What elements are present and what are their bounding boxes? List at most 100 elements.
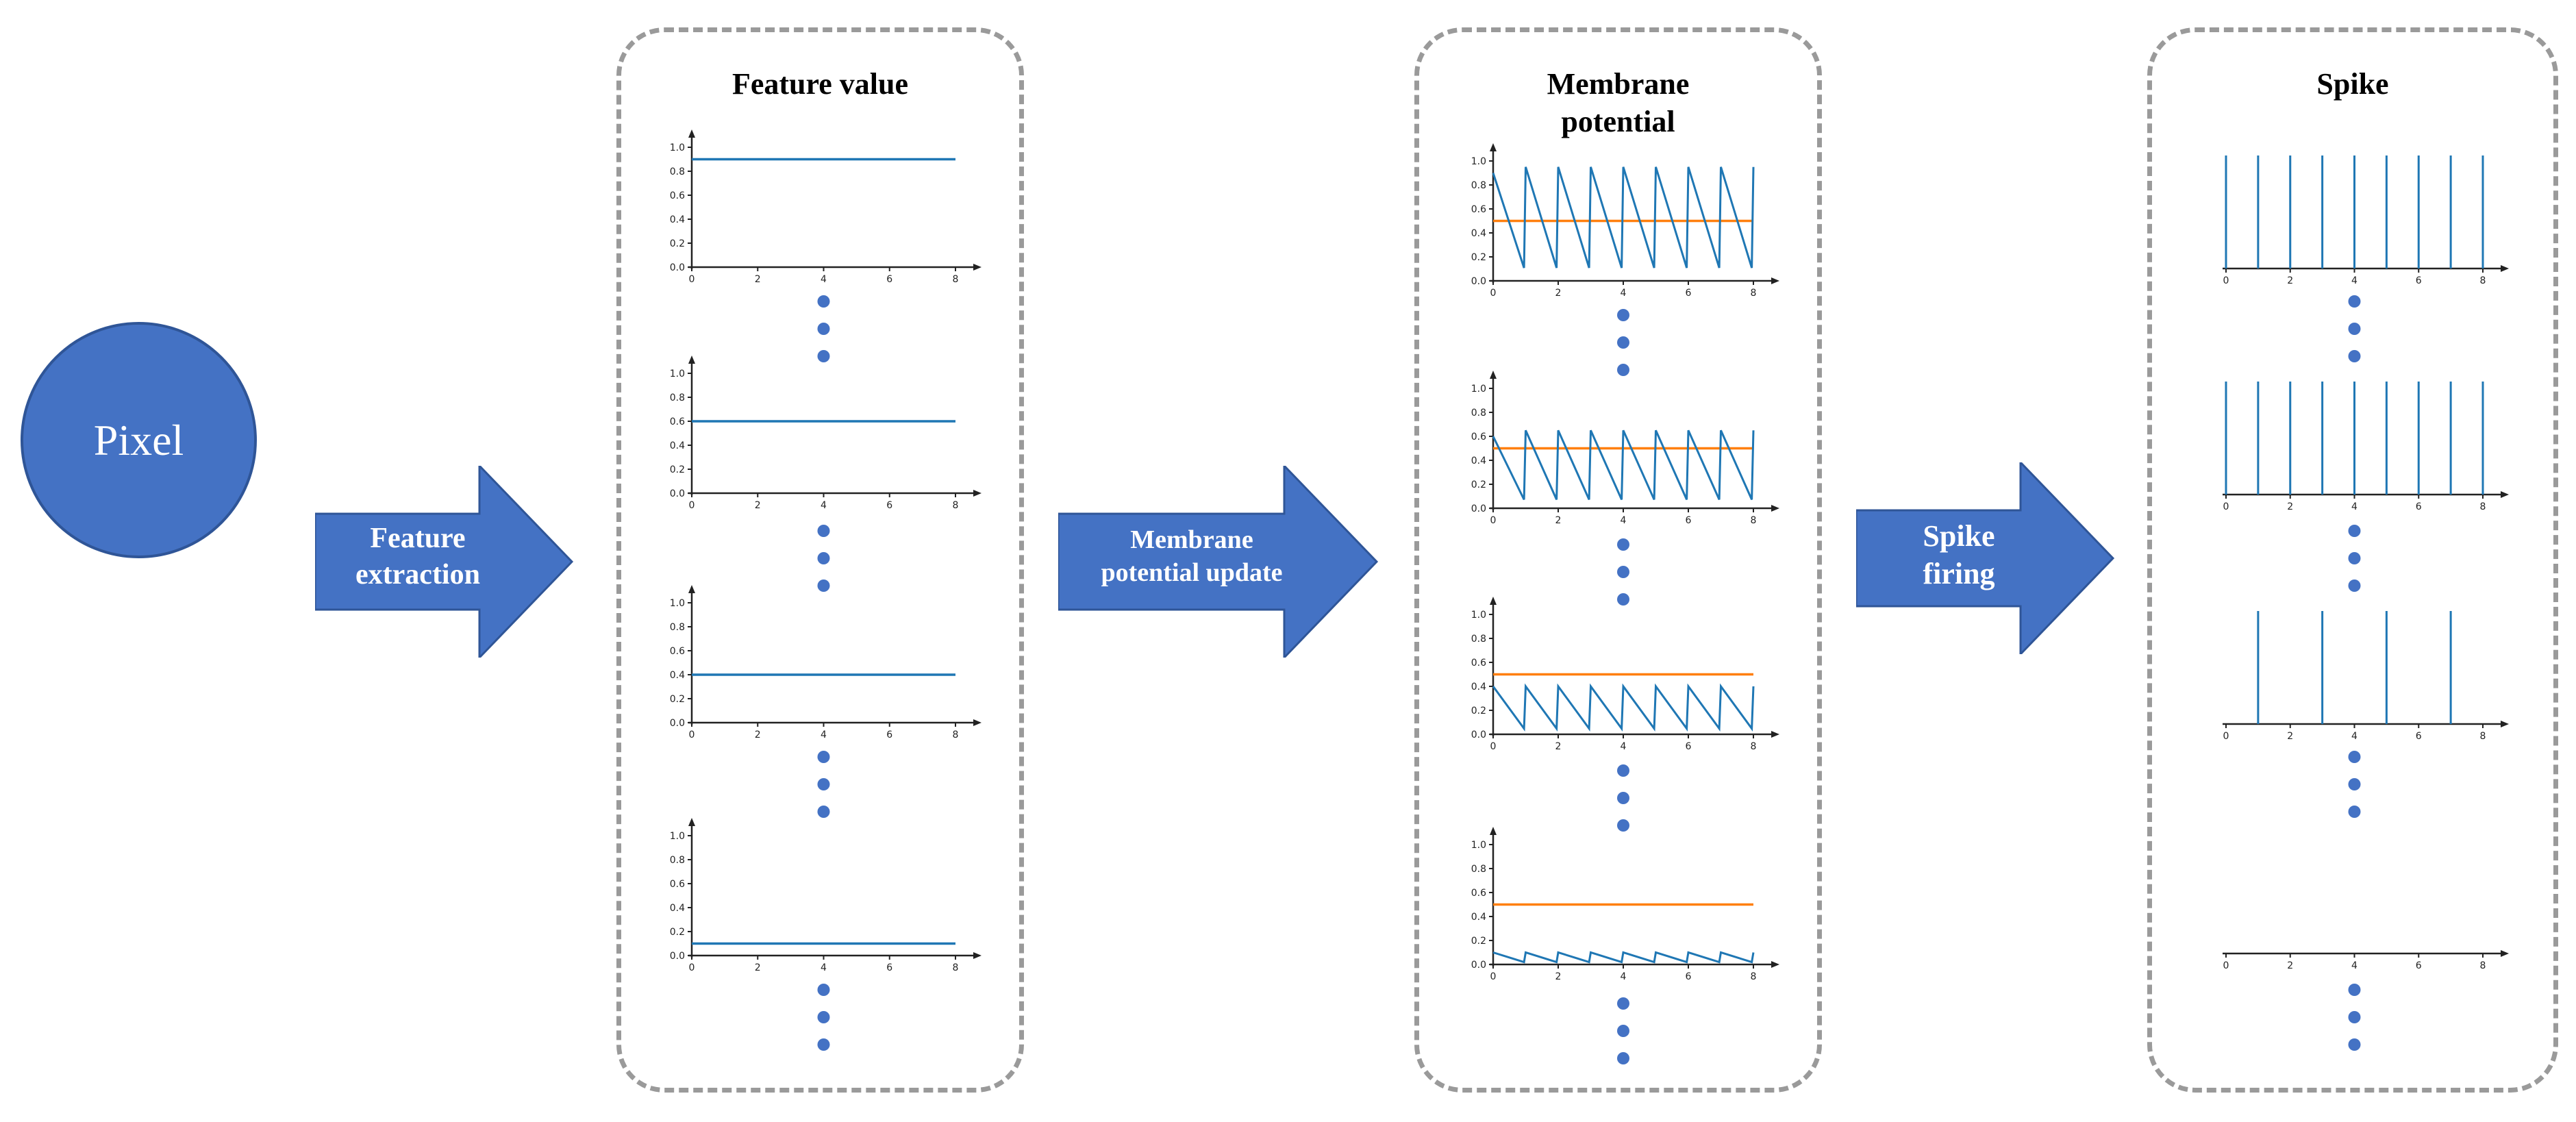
pixel-label: Pixel xyxy=(93,415,184,464)
y-tick-label: 0.4 xyxy=(1471,456,1486,466)
feature-value-title: Feature value xyxy=(616,65,1024,103)
ellipsis-dot xyxy=(1617,819,1629,832)
x-tick-label: 6 xyxy=(886,274,892,285)
membrane-potential-line xyxy=(1492,429,1755,501)
x-tick-label: 8 xyxy=(953,274,959,285)
x-tick-label: 6 xyxy=(886,500,892,511)
spike-panel xyxy=(2147,27,2558,1093)
x-axis-arrowhead xyxy=(1771,731,1779,738)
y-tick-label: 0.2 xyxy=(670,694,685,705)
ellipsis-dot xyxy=(2348,579,2361,592)
y-axis-arrowhead xyxy=(1490,143,1497,151)
membrane-potential-line xyxy=(1492,683,1755,732)
x-axis-arrowhead xyxy=(1771,277,1779,284)
x-tick-label: 2 xyxy=(755,962,761,973)
y-tick-label: 0.8 xyxy=(670,855,685,866)
y-tick-label: 0.8 xyxy=(670,622,685,633)
y-tick-label: 0.6 xyxy=(670,190,685,201)
y-tick-label: 0.2 xyxy=(670,464,685,475)
x-tick-label: 0 xyxy=(2223,275,2229,286)
ellipsis-dot xyxy=(1617,309,1629,321)
x-tick-label: 8 xyxy=(953,730,959,740)
x-tick-label: 2 xyxy=(2287,731,2293,742)
ellipsis-dot xyxy=(817,806,830,818)
x-tick-label: 2 xyxy=(1555,971,1562,982)
ellipsis-dot xyxy=(817,350,830,362)
panel-title-line: Spike xyxy=(2316,67,2389,101)
feature-extraction-label: Feature extraction xyxy=(315,521,521,593)
x-tick-label: 4 xyxy=(1621,971,1627,982)
ellipsis-dot xyxy=(2348,778,2361,790)
y-tick-label: 0.0 xyxy=(670,488,685,499)
y-tick-label: 0.8 xyxy=(670,392,685,403)
x-tick-label: 8 xyxy=(2480,731,2486,742)
y-tick-label: 1.0 xyxy=(670,369,685,379)
pixel-circle: Pixel xyxy=(21,322,257,558)
ellipsis-dot xyxy=(2348,1038,2361,1051)
y-tick-label: 1.0 xyxy=(670,831,685,842)
ellipsis-dot xyxy=(817,1038,830,1051)
y-tick-label: 0.0 xyxy=(670,262,685,273)
ellipsis-dot xyxy=(817,579,830,592)
feature-value-panel xyxy=(616,27,1024,1093)
x-tick-label: 8 xyxy=(953,962,959,973)
arrow-shape xyxy=(1058,466,1379,658)
arrow-label-line: extraction xyxy=(355,558,480,590)
membrane-potential-panel xyxy=(1414,27,1822,1093)
x-tick-label: 6 xyxy=(886,730,892,740)
x-tick-label: 2 xyxy=(2287,960,2293,971)
ellipsis-dot xyxy=(2348,323,2361,335)
ellipsis-dot xyxy=(1617,1025,1629,1037)
spike-firing-label: Spike firing xyxy=(1856,517,2062,593)
y-tick-label: 0.6 xyxy=(670,416,685,427)
y-tick-label: 0.0 xyxy=(670,718,685,729)
x-tick-label: 6 xyxy=(2416,960,2422,971)
arrow-shape xyxy=(315,466,574,658)
arrow-label-line: firing xyxy=(1923,557,1995,590)
y-axis-arrowhead xyxy=(688,818,695,826)
y-tick-label: 0.4 xyxy=(1471,228,1486,239)
membrane-update-label: Membrane potential update xyxy=(1058,524,1325,589)
y-tick-label: 0.2 xyxy=(670,238,685,249)
x-axis-arrowhead xyxy=(2501,721,2509,727)
y-tick-label: 0.0 xyxy=(1471,730,1486,740)
x-tick-label: 8 xyxy=(1751,515,1757,526)
ellipsis-dot xyxy=(2348,751,2361,763)
arrow-label-line: potential update xyxy=(1101,558,1283,587)
membrane-update-arrow: Membrane potential update xyxy=(1058,466,1380,658)
x-tick-label: 2 xyxy=(755,500,761,511)
x-tick-label: 2 xyxy=(755,274,761,285)
ellipsis-dot xyxy=(2348,1011,2361,1023)
y-tick-label: 0.4 xyxy=(1471,682,1486,693)
x-tick-label: 2 xyxy=(755,730,761,740)
y-tick-label: 0.6 xyxy=(1471,432,1486,442)
x-tick-label: 6 xyxy=(886,962,892,973)
x-axis-arrowhead xyxy=(1771,961,1779,968)
x-axis-arrowhead xyxy=(973,952,981,959)
x-tick-label: 6 xyxy=(2416,501,2422,512)
panel-title-line: potential xyxy=(1561,105,1675,138)
x-tick-label: 4 xyxy=(1621,741,1627,752)
ellipsis-dot xyxy=(1617,364,1629,376)
arrow-label-line: Membrane xyxy=(1130,525,1253,554)
y-axis-arrowhead xyxy=(688,129,695,138)
ellipsis-dot xyxy=(1617,792,1629,804)
ellipsis-dot xyxy=(2348,525,2361,537)
y-tick-label: 1.0 xyxy=(1471,156,1486,167)
y-tick-label: 0.2 xyxy=(1471,936,1486,947)
y-axis-arrowhead xyxy=(688,585,695,593)
y-tick-label: 0.8 xyxy=(1471,864,1486,875)
ellipsis-dot xyxy=(1617,593,1629,606)
x-tick-label: 8 xyxy=(2480,960,2486,971)
x-tick-label: 0 xyxy=(689,274,695,285)
x-axis-arrowhead xyxy=(2501,950,2509,957)
x-tick-label: 4 xyxy=(821,962,827,973)
y-tick-label: 0.0 xyxy=(670,951,685,962)
